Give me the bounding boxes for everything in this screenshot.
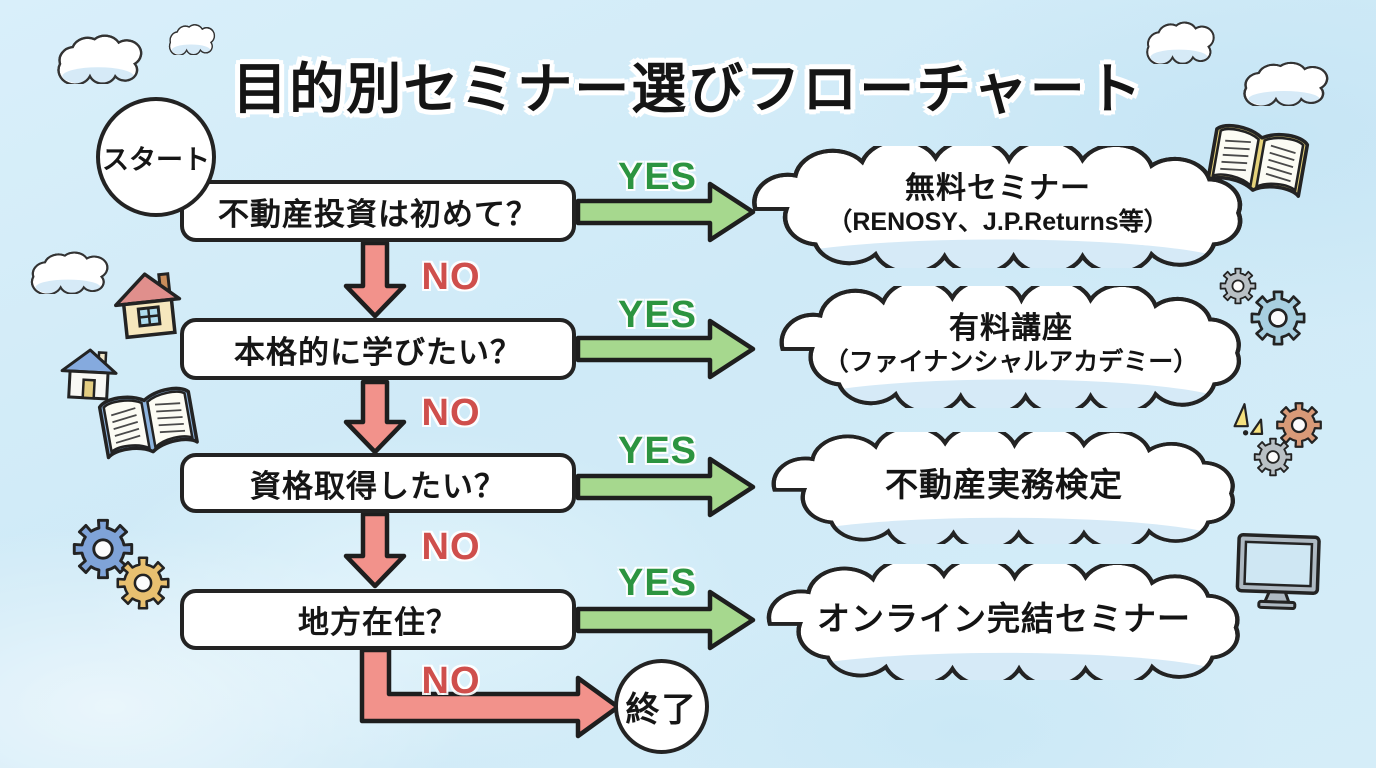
start-label: スタート xyxy=(102,144,210,175)
no-label-4: NO xyxy=(421,660,481,702)
yes-label-2: YES xyxy=(617,294,698,336)
result-sublabel: （RENOSY、J.P.Returns等） xyxy=(827,208,1169,237)
question-label: 本格的に学びたい？ xyxy=(234,334,522,370)
house-icon xyxy=(114,272,182,340)
result-bubble-1: 無料セミナー （RENOSY、J.P.Returns等） xyxy=(742,146,1254,268)
gear-icon xyxy=(72,518,134,580)
question-box-2: 本格的に学びたい？ xyxy=(180,318,576,380)
result-sublabel: （ファイナンシャルアカデミー） xyxy=(823,348,1199,377)
gear-icon xyxy=(116,556,170,610)
start-node: スタート xyxy=(96,97,216,217)
end-node: 終了 xyxy=(614,659,709,754)
end-label: 終了 xyxy=(625,691,698,729)
result-bubble-4: オンライン完結セミナー xyxy=(757,564,1251,680)
no-label-3: NO xyxy=(421,526,481,568)
result-label: 無料セミナー xyxy=(905,171,1091,205)
page-title: 目的別セミナー選びフローチャート xyxy=(232,58,1144,120)
result-bubble-3: 不動産実務検定 xyxy=(762,432,1246,544)
no-arrow-3 xyxy=(343,511,407,589)
yes-label-1: YES xyxy=(617,156,698,198)
no-label-1: NO xyxy=(421,256,481,298)
gear-icon xyxy=(1253,437,1293,477)
question-box-4: 地方在住？ xyxy=(180,589,576,650)
gear-icon xyxy=(1250,290,1306,346)
result-label: 有料講座 xyxy=(949,311,1073,345)
no-arrow-2 xyxy=(343,379,407,455)
question-box-3: 資格取得したい？ xyxy=(180,453,576,513)
question-label: 地方在住？ xyxy=(298,605,458,640)
question-label: 不動産投資は初めて？ xyxy=(218,196,538,232)
gear-icon xyxy=(1276,402,1322,448)
house-icon xyxy=(60,348,118,401)
yes-label-3: YES xyxy=(617,430,698,472)
result-label: 不動産実務検定 xyxy=(885,466,1123,504)
result-bubble-2: 有料講座 （ファイナンシャルアカデミー） xyxy=(770,286,1252,408)
question-label: 資格取得したい？ xyxy=(250,468,506,504)
question-box-1: 不動産投資は初めて？ xyxy=(180,180,576,242)
cloud-icon xyxy=(26,246,110,294)
result-label: オンライン完結セミナー xyxy=(817,600,1191,638)
no-label-2: NO xyxy=(421,392,481,434)
no-arrow-1 xyxy=(343,240,407,319)
yes-label-4: YES xyxy=(617,562,698,604)
